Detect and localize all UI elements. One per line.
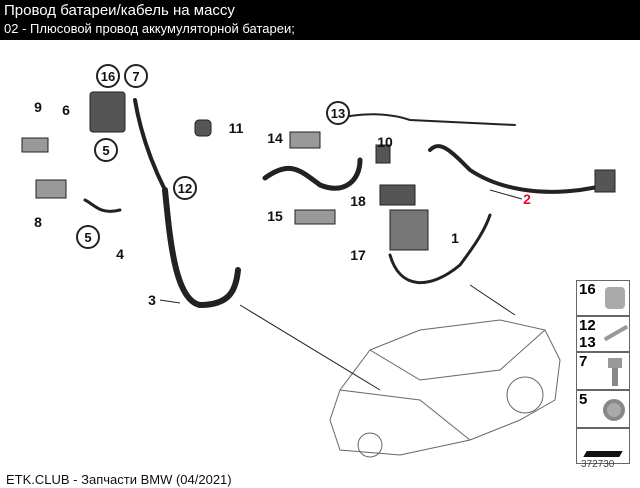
part-15 <box>294 209 336 225</box>
footer-text: ETK.CLUB - Запчасти BMW (04/2021) <box>6 472 232 487</box>
callout-18[interactable]: 18 <box>350 193 366 209</box>
legend-cell-7: 7 <box>576 352 630 390</box>
cable-13 <box>329 113 516 126</box>
callout-9[interactable]: 9 <box>34 99 42 115</box>
part-6 <box>89 91 126 133</box>
part-2-terminal <box>594 169 616 193</box>
callout-1[interactable]: 1 <box>451 230 459 246</box>
legend-cell-16: 16 <box>576 280 630 316</box>
legend-label: 5 <box>579 391 588 408</box>
callout-12[interactable]: 12 <box>173 176 197 200</box>
nut-icon <box>603 399 625 421</box>
clip-icon <box>603 324 629 342</box>
part-9 <box>21 137 49 153</box>
callout-6[interactable]: 6 <box>62 102 70 118</box>
cable-4 <box>83 198 122 213</box>
callout-7[interactable]: 7 <box>124 64 148 88</box>
callout-5[interactable]: 5 <box>94 138 118 162</box>
callout-2-highlighted[interactable]: 2 <box>523 191 531 207</box>
bolt-icon <box>608 358 622 368</box>
part-18 <box>379 184 416 206</box>
car-outline <box>329 319 561 458</box>
legend-label: 16 <box>579 281 596 298</box>
cable-1 <box>388 213 492 285</box>
part-11 <box>194 119 212 137</box>
callout-17[interactable]: 17 <box>350 247 366 263</box>
legend-cell-arrow <box>576 428 630 464</box>
callout-16[interactable]: 16 <box>96 64 120 88</box>
cable-2 <box>428 144 612 194</box>
callout-14[interactable]: 14 <box>267 130 283 146</box>
part-14 <box>289 131 321 149</box>
cable-mid <box>262 157 363 191</box>
header: Провод батареи/кабель на массу 02 - Плюс… <box>0 0 640 40</box>
cable-upper <box>133 98 167 192</box>
page-subtitle: 02 - Плюсовой провод аккумуляторной бата… <box>4 21 295 36</box>
callout-11[interactable]: 11 <box>228 120 244 136</box>
legend-label: 7 <box>579 353 588 370</box>
callout-13[interactable]: 13 <box>326 101 350 125</box>
legend-label: 13 <box>579 334 596 351</box>
part-8 <box>35 179 67 199</box>
page-title: Провод батареи/кабель на массу <box>4 2 235 19</box>
part-10 <box>375 144 391 164</box>
callout-15[interactable]: 15 <box>267 208 283 224</box>
legend-cell-5: 5 <box>576 390 630 428</box>
part-17 <box>389 209 429 251</box>
callout-5-lower[interactable]: 5 <box>76 225 100 249</box>
legend-label: 12 <box>579 317 596 334</box>
arrow-icon <box>583 451 623 457</box>
callout-4[interactable]: 4 <box>116 246 124 262</box>
callout-8[interactable]: 8 <box>34 214 42 230</box>
callout-3[interactable]: 3 <box>148 292 156 308</box>
bushing-icon <box>605 287 625 309</box>
callout-10[interactable]: 10 <box>377 134 393 150</box>
cable-3 <box>162 187 241 309</box>
document-number: 372730 <box>581 459 615 470</box>
